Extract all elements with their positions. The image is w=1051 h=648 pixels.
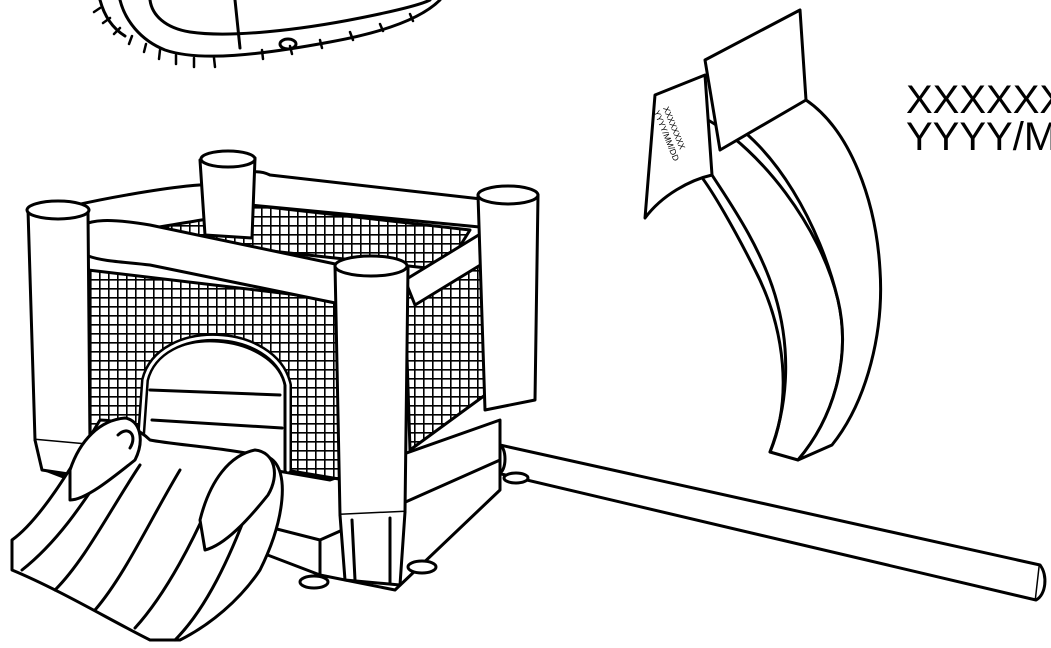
code-label: XXXXXXX bbox=[906, 78, 1051, 122]
anchor-ring bbox=[298, 574, 330, 590]
storage-bag-partial bbox=[92, 0, 442, 69]
tag-label bbox=[643, 73, 714, 220]
date-label: YYYY/MM bbox=[906, 115, 1051, 159]
tape-strip bbox=[703, 8, 808, 152]
inflation-tube bbox=[491, 443, 1047, 602]
pillar-back bbox=[198, 156, 257, 240]
slide-bumper-right bbox=[198, 448, 276, 552]
bounce-house bbox=[10, 149, 540, 642]
pillar-right bbox=[476, 193, 540, 412]
anchor-ring bbox=[502, 471, 530, 485]
anchor-ring bbox=[406, 559, 438, 575]
slide-bumper-left bbox=[68, 416, 142, 502]
repair-tag: XXXXXXXX YYYY/MM/DD bbox=[643, 8, 883, 462]
pillar-front bbox=[333, 263, 410, 517]
pillar-left bbox=[26, 208, 92, 447]
patch-back bbox=[718, 98, 883, 462]
